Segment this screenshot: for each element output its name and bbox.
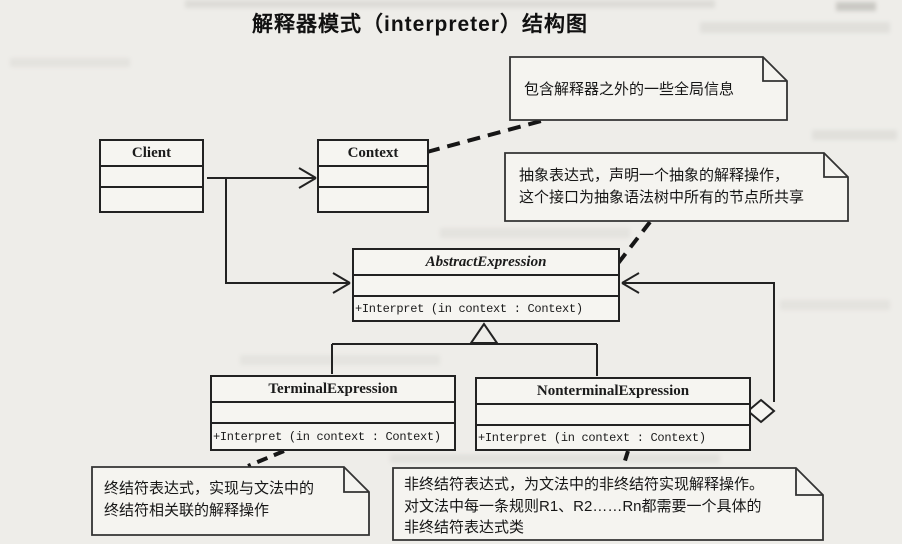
note-terminal: 终结符表达式，实现与文法中的 终结符相关联的解释操作 [104,480,315,519]
open-arrowhead-icon [298,167,317,189]
class-box-terminal-expression: TerminalExpression +Interpret (in contex… [210,375,456,451]
note-fold-icon [343,467,369,493]
operations-compartment [319,188,427,211]
class-name: NonterminalExpression [477,379,749,405]
note-link-terminal [247,449,285,468]
operation-interpret: +Interpret (in context : Context) [213,429,441,444]
attributes-compartment [319,167,427,188]
page-title: 解释器模式（interpreter）结构图 [251,13,589,36]
note-nonterminal: 非终结符表达式，为文法中的非终结符实现解释操作。 对文法中每一条规则R1、R2…… [404,476,765,536]
operation-interpret: +Interpret (in context : Context) [478,430,706,445]
operations-compartment [101,188,202,211]
note-link-nonterminal [621,450,630,468]
class-box-nonterminal-expression: NonterminalExpression +Interpret (in con… [475,377,751,451]
generalization-triangle-icon [469,322,499,344]
attributes-compartment [101,167,202,188]
class-box-abstract-expression: AbstractExpression +Interpret (in contex… [352,248,620,322]
aggregation-diamond-icon [746,398,776,424]
note-fold-icon [762,57,787,82]
note-fold-icon [795,468,823,496]
note-shape-terminal [91,466,370,536]
class-name: Context [319,141,427,167]
class-name: AbstractExpression [354,250,618,276]
aggregation-nonterminal-abstractexpression [624,282,775,402]
open-arrowhead-icon [332,272,351,294]
attributes-compartment [477,405,749,426]
note-shape-abstract [504,152,849,222]
note-fold-icon [823,153,848,178]
note-shape-context [509,56,788,121]
note-context: 包含解释器之外的一些全局信息 [524,81,735,98]
note-abstract: 抽象表达式，声明一个抽象的解释操作， 这个接口为抽象语法树中所有的节点所共享 [519,167,805,206]
class-name: Client [101,141,202,167]
attributes-compartment [354,276,618,297]
note-link-context [426,119,542,154]
attributes-compartment [212,403,454,424]
class-box-client: Client [99,139,204,213]
generalization-branch-lines [331,343,598,376]
note-shape-nonterminal [392,467,824,541]
class-name: TerminalExpression [212,377,454,403]
class-box-context: Context [317,139,429,213]
association-client-abstractexpression [225,178,348,284]
operation-interpret: +Interpret (in context : Context) [355,301,583,316]
open-arrowhead-icon [621,272,640,294]
note-link-abstract [614,220,652,268]
